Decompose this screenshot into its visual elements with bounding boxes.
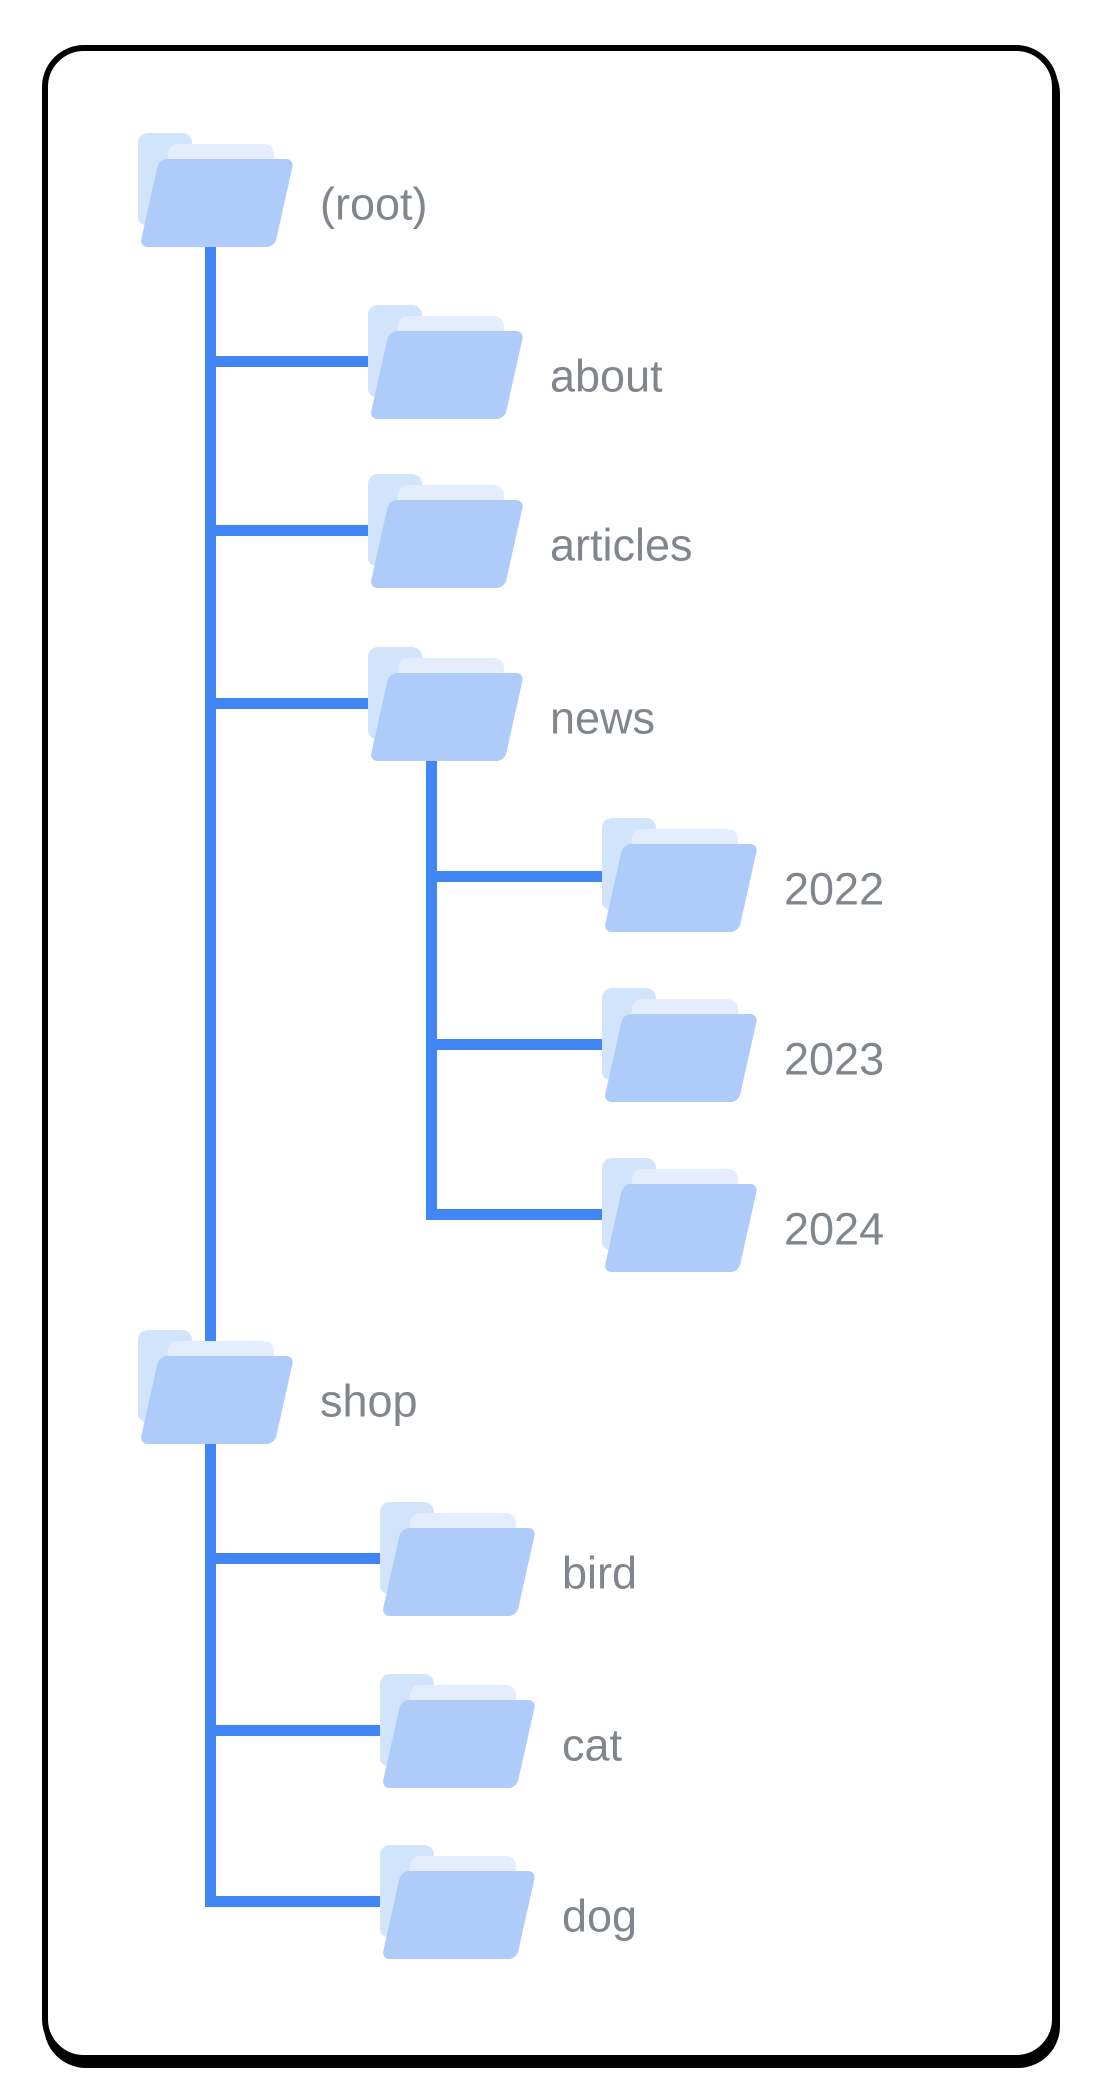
connector-branch-cat — [205, 1725, 392, 1736]
folder-label: cat — [562, 1719, 623, 1771]
folder-label: news — [550, 692, 656, 744]
folder-label: (root) — [320, 178, 428, 230]
tree-node-2023: 2023 — [602, 988, 884, 1102]
folder-icon — [138, 1330, 295, 1444]
connector-branch-about — [205, 356, 380, 367]
connector-branch-articles — [205, 525, 380, 536]
connector-trunk-news — [426, 750, 437, 1220]
tree-node-cat: cat — [380, 1674, 622, 1788]
folder-label: articles — [550, 519, 693, 571]
folder-label: 2023 — [784, 1033, 885, 1085]
tree-node-bird: bird — [380, 1502, 637, 1616]
tree-node-articles: articles — [368, 474, 693, 588]
connector-trunk-root — [205, 240, 216, 1907]
tree-node-2022: 2022 — [602, 818, 884, 932]
folder-icon — [602, 1158, 759, 1272]
folder-label: shop — [320, 1375, 418, 1427]
tree-node-news: news — [368, 647, 655, 761]
tree-node-dog: dog — [380, 1845, 637, 1959]
folder-icon — [138, 133, 295, 247]
tree-node-shop: shop — [138, 1330, 418, 1444]
folder-label: bird — [562, 1547, 638, 1599]
tree-node-2024: 2024 — [602, 1158, 884, 1272]
folder-label: dog — [562, 1890, 638, 1942]
folder-icon — [602, 988, 759, 1102]
folder-label: 2022 — [784, 863, 885, 915]
folder-icon — [380, 1502, 537, 1616]
connector-branch-bird — [205, 1553, 392, 1564]
connector-branch-dog — [205, 1896, 392, 1907]
folder-icon — [602, 818, 759, 932]
connector-branch-2024 — [426, 1209, 614, 1220]
folder-icon — [368, 647, 525, 761]
folder-icon — [380, 1845, 537, 1959]
connector-branch-news — [205, 698, 380, 709]
diagram-frame — [42, 45, 1058, 2061]
tree-node-about: about — [368, 305, 663, 419]
connector-branch-2023 — [426, 1039, 614, 1050]
folder-icon — [380, 1674, 537, 1788]
connector-branch-2022 — [426, 871, 614, 882]
folder-label: 2024 — [784, 1203, 885, 1255]
folder-label: about — [550, 350, 663, 402]
tree-node-root: (root) — [138, 133, 428, 247]
folder-icon — [368, 305, 525, 419]
folder-icon — [368, 474, 525, 588]
